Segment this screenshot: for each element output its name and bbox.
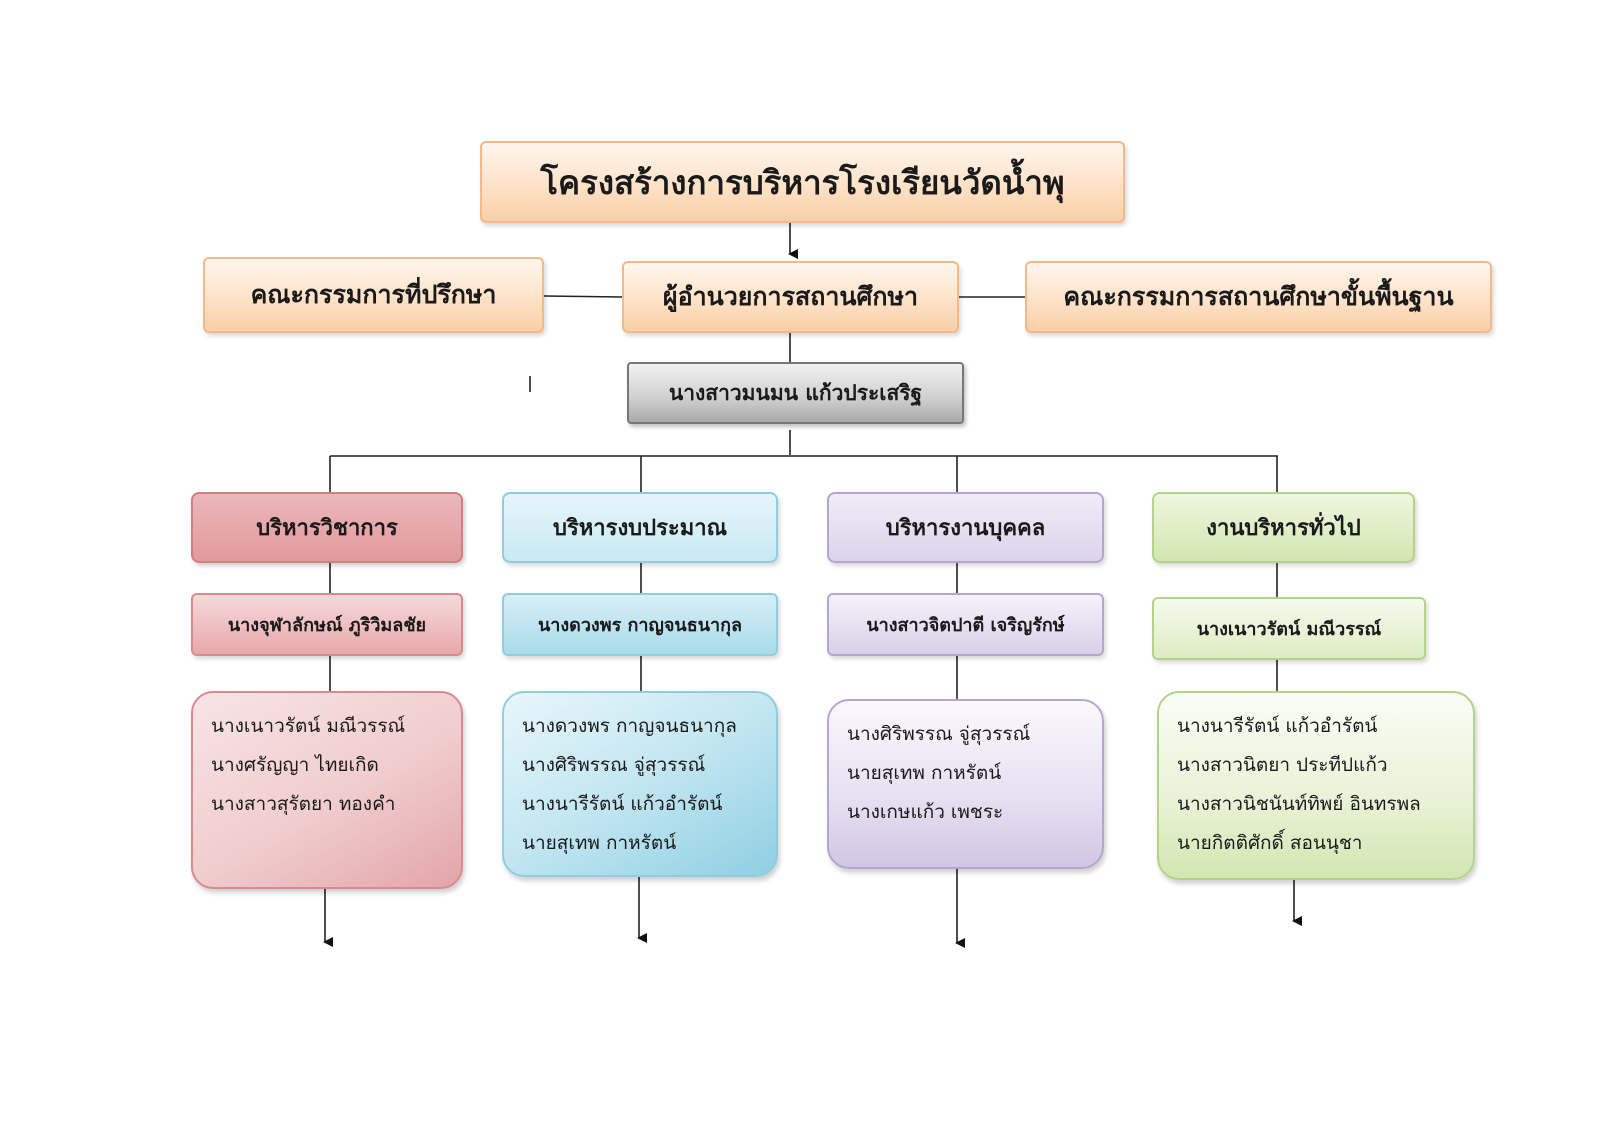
member-item: นางสาวนิตยา ประทีปแก้ว <box>1177 754 1388 776</box>
dept-academic-title-box: บริหารวิชาการ <box>191 492 463 563</box>
member-item: นายสุเทพ กาหรัตน์ <box>522 832 677 854</box>
dept-budget-title-box: บริหารงบประมาณ <box>502 492 778 563</box>
director-title-box: ผู้อำนวยการสถานศึกษา <box>622 261 959 333</box>
director-title-label: ผู้อำนวยการสถานศึกษา <box>662 282 919 311</box>
member-item: นางศรัญญา ไทยเกิด <box>211 754 379 776</box>
dept-academic-head-box: นางจุฬาลักษณ์ ภูริวิมลชัย <box>191 593 463 656</box>
dept-academic-title: บริหารวิชาการ <box>256 516 398 541</box>
dept-general-head: นางเนาวรัตน์ มณีวรรณ์ <box>1196 619 1382 640</box>
dept-personnel-head-box: นางสาวจิตปาตี เจริญรักษ์ <box>827 593 1104 656</box>
chart-title-text: โครงสร้างการบริหารโรงเรียนวัดน้ำพุ <box>540 162 1065 202</box>
dept-academic-members: นางเนาวรัตน์ มณีวรรณ์ นางศรัญญา ไทยเกิด … <box>191 691 463 889</box>
member-item: นางนารีรัตน์ แก้วอำรัตน์ <box>522 793 723 815</box>
member-item: นายกิตติศักดิ์ สอนนุชา <box>1177 832 1363 854</box>
dept-personnel-members: นางศิริพรรณ จู่สุวรรณ์ นายสุเทพ กาหรัตน์… <box>827 699 1104 869</box>
member-item: นายสุเทพ กาหรัตน์ <box>847 762 1002 784</box>
dept-academic-head: นางจุฬาลักษณ์ ภูริวิมลชัย <box>227 615 427 636</box>
dept-budget-head: นางดวงพร กาญจนธนากุล <box>537 615 743 636</box>
member-item: นางสาวนิชนันท์ทิพย์ อินทรพล <box>1177 793 1421 815</box>
dept-budget-title: บริหารงบประมาณ <box>552 516 728 541</box>
advisory-board-label: คณะกรรมการที่ปรึกษา <box>250 280 497 309</box>
advisory-connector <box>543 295 624 298</box>
dept-general-members: นางนารีรัตน์ แก้วอำรัตน์ นางสาวนิตยา ประ… <box>1157 691 1475 880</box>
member-item: นางเนาวรัตน์ มณีวรรณ์ <box>211 715 406 737</box>
member-item: นางเกษแก้ว เพชระ <box>847 801 1004 823</box>
dept-general-title-box: งานบริหารทั่วไป <box>1152 492 1415 563</box>
dept-general-head-box: นางเนาวรัตน์ มณีวรรณ์ <box>1152 597 1426 660</box>
basic-board-label: คณะกรรมการสถานศึกษาขั้นพื้นฐาน <box>1063 282 1454 311</box>
member-item: นางศิริพรรณ จู่สุวรรณ์ <box>847 723 1031 745</box>
basic-board-box: คณะกรรมการสถานศึกษาขั้นพื้นฐาน <box>1025 261 1492 333</box>
dept-general-title: งานบริหารทั่วไป <box>1206 516 1361 541</box>
member-item: นางดวงพร กาญจนธนากุล <box>522 715 737 737</box>
director-name: นางสาวมนมน แก้วประเสริฐ <box>668 380 923 405</box>
dept-budget-members: นางดวงพร กาญจนธนากุล นางศิริพรรณ จู่สุวร… <box>502 691 778 877</box>
dept-personnel-title: บริหารงานบุคคล <box>885 516 1046 541</box>
advisory-board-box: คณะกรรมการที่ปรึกษา <box>203 257 544 333</box>
member-item: นางศิริพรรณ จู่สุวรรณ์ <box>522 754 706 776</box>
dept-personnel-title-box: บริหารงานบุคคล <box>827 492 1104 563</box>
member-item: นางสาวสุรัตยา ทองคำ <box>211 793 396 815</box>
director-name-box: นางสาวมนมน แก้วประเสริฐ <box>627 362 964 424</box>
dept-personnel-head: นางสาวจิตปาตี เจริญรักษ์ <box>866 615 1065 636</box>
dept-budget-head-box: นางดวงพร กาญจนธนากุล <box>502 593 778 656</box>
member-item: นางนารีรัตน์ แก้วอำรัตน์ <box>1177 715 1378 737</box>
chart-title: โครงสร้างการบริหารโรงเรียนวัดน้ำพุ <box>480 141 1125 223</box>
